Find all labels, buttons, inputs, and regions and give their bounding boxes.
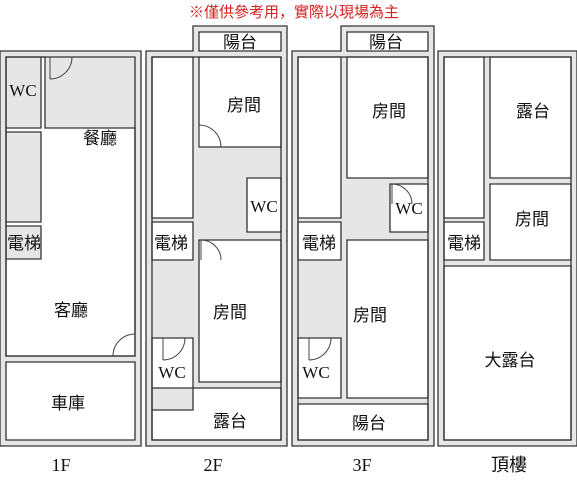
room-balcony-top-2f: 陽台	[223, 33, 257, 53]
floor-roof: 露台 房間 電梯 大露台 頂樓	[437, 50, 577, 475]
floor-3f: 陽台 房間 WC 電梯 房間 WC 陽台 3F	[291, 25, 435, 475]
door-arc-2f-top	[198, 124, 222, 148]
room-terrace-roof: 露台	[516, 102, 550, 122]
room-wc-bottom-2f: WC	[158, 363, 185, 382]
door-arc-1f-dining	[49, 56, 73, 80]
interior-outline-2f	[151, 56, 282, 441]
door-arc-3f-wc-bottom	[308, 337, 332, 361]
room-dining-1f: 餐廳	[83, 129, 117, 149]
door-arc-3f-wc	[391, 183, 413, 205]
room-big-terrace-roof: 大露台	[485, 351, 536, 371]
disclaimer-notice: ※僅供參考用，實際以現場為主	[189, 3, 399, 21]
room-garage-1f: 車庫	[51, 394, 85, 414]
room-elevator-3f: 電梯	[302, 234, 336, 254]
interior-outline-3f	[297, 56, 429, 441]
floor-label-roof: 頂樓	[491, 455, 527, 475]
room-bedroom-bottom-3f: 房間	[353, 306, 387, 326]
room-wc-mid-3f: WC	[395, 199, 422, 218]
room-bedroom-bottom-2f: 房間	[213, 303, 247, 323]
room-balcony-bottom-3f: 陽台	[352, 414, 386, 434]
room-bedroom-top-3f: 房間	[372, 102, 406, 122]
floor-label-1f: 1F	[51, 455, 70, 475]
room-terrace-2f: 露台	[213, 412, 247, 432]
floor-label-2f: 2F	[203, 455, 222, 475]
room-wc-mid-2f: WC	[250, 197, 277, 216]
room-balcony-top-3f: 陽台	[369, 33, 403, 53]
floor-1f: WC 餐廳 電梯 客廳 車庫 1F	[0, 50, 142, 475]
door-arc-2f-wc	[162, 337, 186, 361]
room-living-1f: 客廳	[54, 301, 88, 321]
room-elevator-roof: 電梯	[447, 234, 481, 254]
floor-label-3f: 3F	[352, 455, 371, 475]
door-arc-2f-mid	[200, 239, 222, 261]
interior-outline-roof	[443, 56, 572, 441]
room-elevator-1f: 電梯	[7, 234, 41, 254]
room-bedroom-top-2f: 房間	[227, 96, 261, 116]
room-wc-1f: WC	[9, 81, 36, 100]
room-bedroom-roof: 房間	[515, 210, 549, 230]
door-arc-1f-living	[112, 333, 136, 357]
room-elevator-2f: 電梯	[154, 234, 188, 254]
room-wc-bottom-3f: WC	[302, 363, 329, 382]
floor-2f: 陽台 房間 WC 電梯 房間 WC 露台 2F	[145, 25, 288, 475]
